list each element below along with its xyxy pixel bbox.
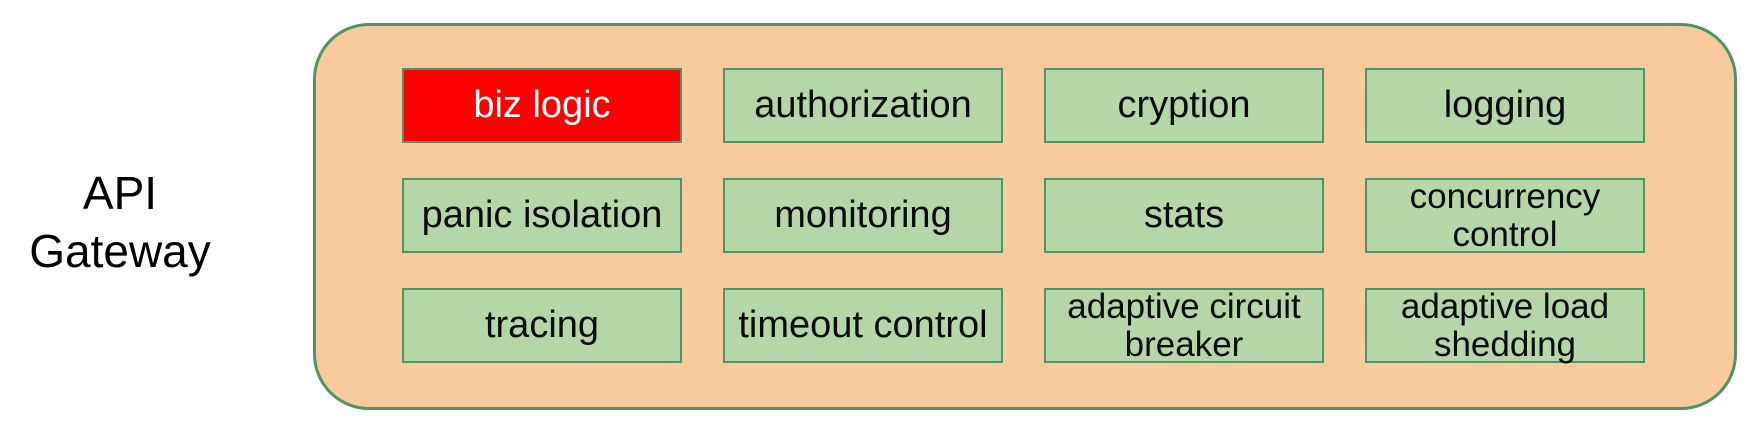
- module-box-monitoring: monitoring: [723, 178, 1003, 253]
- module-box-stats: stats: [1044, 178, 1324, 253]
- module-box-tracing: tracing: [402, 288, 682, 363]
- module-label: logging: [1443, 83, 1567, 126]
- module-box-adaptive-load-shedding: adaptive load shedding: [1365, 286, 1645, 364]
- module-box-authorization: authorization: [723, 68, 1003, 143]
- module-label: concurrency control: [1409, 176, 1601, 254]
- module-label: tracing: [484, 303, 600, 346]
- module-label: cryption: [1117, 83, 1251, 126]
- module-box-biz-logic: biz logic: [402, 68, 682, 143]
- module-label: adaptive load shedding: [1400, 286, 1610, 364]
- module-box-concurrency-control: concurrency control: [1365, 176, 1645, 254]
- module-label: biz logic: [473, 83, 611, 126]
- module-box-panic-isolation: panic isolation: [402, 178, 682, 253]
- module-label: adaptive circuit breaker: [1067, 286, 1301, 364]
- module-box-cryption: cryption: [1044, 68, 1324, 143]
- module-label: stats: [1143, 193, 1225, 236]
- api-gateway-container: biz logic authorization cryption logging…: [313, 23, 1737, 410]
- module-label: timeout control: [738, 303, 988, 346]
- module-box-timeout-control: timeout control: [723, 288, 1003, 363]
- module-label: panic isolation: [421, 193, 663, 236]
- api-gateway-label: API Gateway: [29, 167, 211, 277]
- module-box-logging: logging: [1365, 68, 1645, 143]
- module-label: monitoring: [774, 193, 952, 236]
- module-label: authorization: [754, 83, 972, 126]
- module-box-adaptive-circuit-breaker: adaptive circuit breaker: [1044, 286, 1324, 364]
